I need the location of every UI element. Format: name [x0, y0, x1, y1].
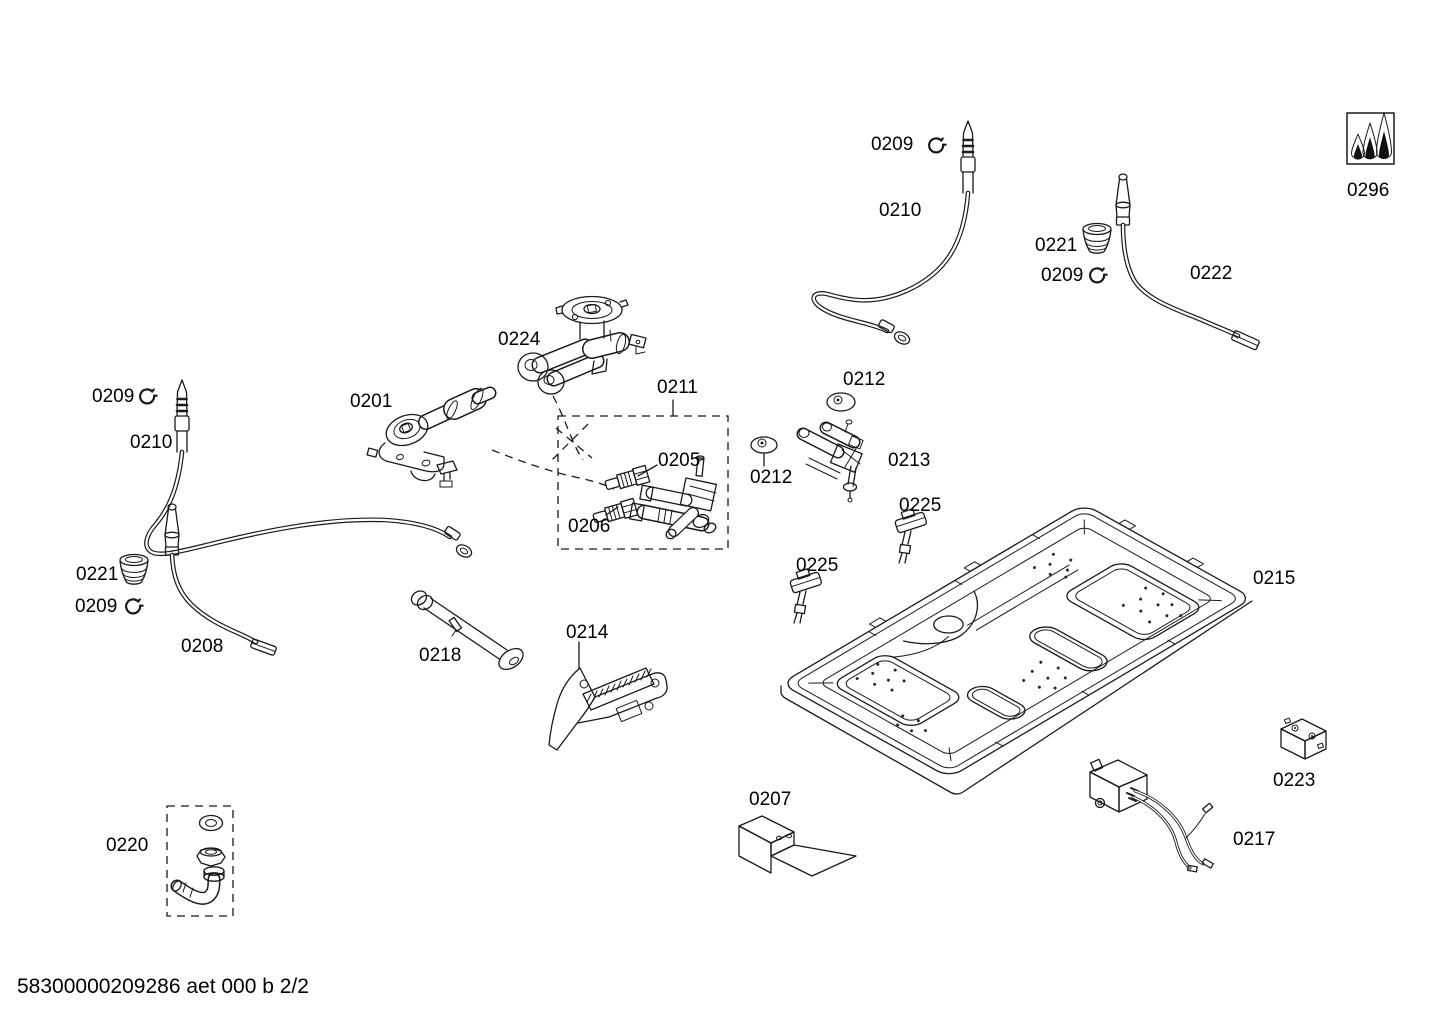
part-label-0205: 0205	[658, 450, 701, 471]
burner-cap-icon-left	[119, 553, 149, 585]
injector-0205	[604, 464, 651, 490]
thermocouple-0210-left	[144, 379, 473, 558]
part-label-0220: 0220	[106, 835, 149, 856]
part-label-0212-top: 0212	[843, 369, 886, 390]
spark-plug-0225-right	[894, 508, 927, 564]
part-label-0221-right: 0221	[1035, 235, 1078, 256]
thermocouple-0210-top	[811, 120, 976, 345]
part-label-0221-left: 0221	[76, 564, 119, 585]
circlip-icon-left-top	[139, 388, 158, 405]
bracket-0207	[738, 815, 857, 877]
part-label-0213: 0213	[888, 450, 931, 471]
valve-0213	[796, 419, 864, 503]
fitting-kit-0220	[166, 805, 234, 917]
part-label-0217: 0217	[1233, 829, 1276, 850]
seal-washer-0212-top	[826, 392, 856, 412]
part-label-0209-left-top: 0209	[92, 386, 135, 407]
part-label-0222: 0222	[1190, 263, 1233, 284]
part-label-0210-left: 0210	[130, 432, 173, 453]
part-label-0209-right: 0209	[1041, 265, 1084, 286]
terminal-block-0223	[1280, 717, 1327, 760]
document-number: 58300000209286 aet 000 b 2/2	[17, 975, 309, 998]
part-label-0209-top: 0209	[871, 134, 914, 155]
support-tube-0218	[410, 590, 524, 671]
part-label-0210-top: 0210	[879, 200, 922, 221]
ignition-electrode-0208	[164, 503, 277, 656]
part-label-0223: 0223	[1273, 770, 1316, 791]
manifold-assembly	[629, 455, 717, 540]
circlip-icon-right	[1089, 267, 1108, 284]
part-label-0225-left: 0225	[796, 555, 839, 576]
circlip-icon-left-low	[125, 598, 144, 615]
part-label-0206: 0206	[568, 516, 611, 537]
ignition-electrode-0222	[1115, 173, 1260, 351]
spark-plug-0225-left	[789, 568, 822, 624]
part-label-0209-left-low: 0209	[75, 596, 118, 617]
ignition-transformer-0217	[1089, 758, 1214, 873]
part-label-0211: 0211	[657, 377, 698, 398]
assembly-guide-lines	[491, 395, 615, 490]
gas-tap-0224	[517, 295, 647, 395]
flame-icon	[1346, 112, 1395, 165]
gas-tap-0201	[366, 386, 497, 488]
part-label-0215: 0215	[1253, 568, 1296, 589]
part-label-0218: 0218	[419, 645, 462, 666]
part-label-0207: 0207	[749, 789, 792, 810]
part-label-0208: 0208	[181, 636, 224, 657]
part-label-0224: 0224	[498, 329, 541, 350]
part-label-0212-bottom: 0212	[750, 467, 793, 488]
burner-cap-icon-right	[1082, 222, 1112, 254]
injector-kit-box-0211	[557, 399, 729, 550]
part-label-0201: 0201	[350, 391, 393, 412]
part-label-0214: 0214	[566, 622, 609, 643]
part-label-0296: 0296	[1347, 180, 1390, 201]
part-label-0225-right: 0225	[899, 495, 942, 516]
circlip-icon-top	[928, 137, 947, 154]
seal-washer-0212-bottom	[750, 436, 778, 467]
base-tray-0215	[780, 497, 1253, 795]
bracket-0214	[548, 641, 668, 751]
injector-0206	[592, 497, 639, 523]
